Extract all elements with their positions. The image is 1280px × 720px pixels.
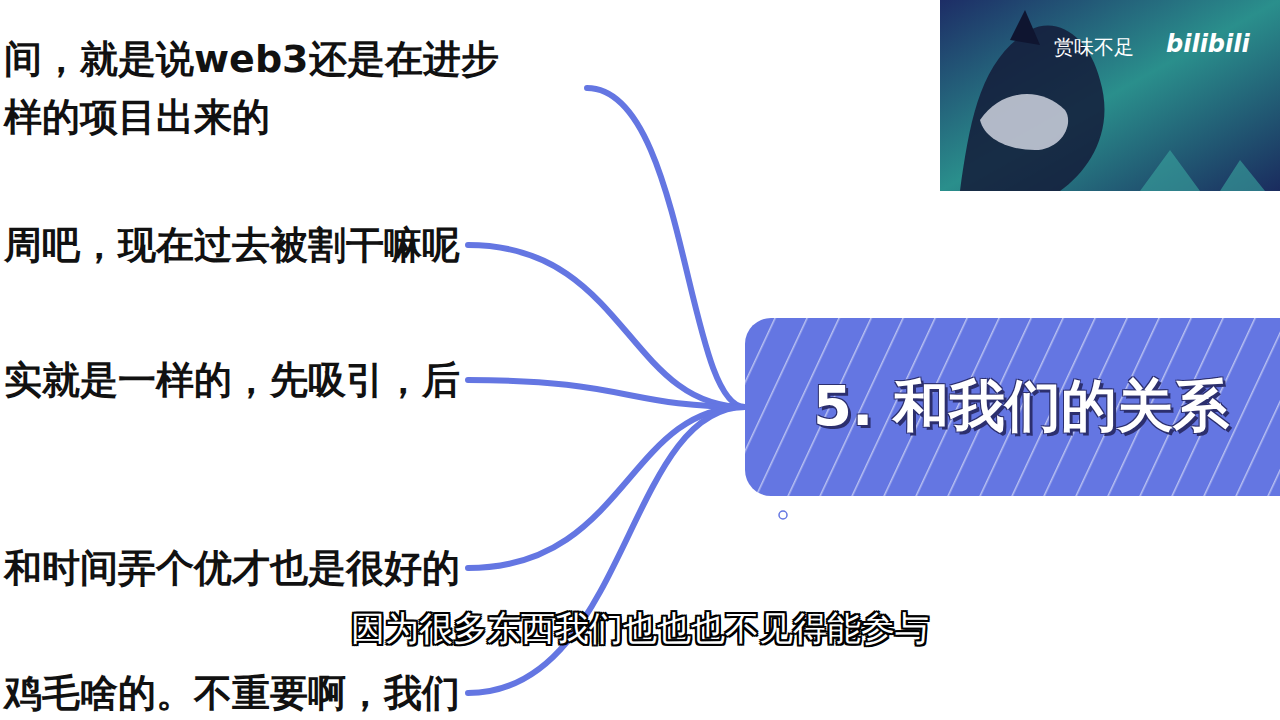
branch-topic: 鸡毛啥的。不重要啊，我们 [4, 664, 460, 720]
branch-connector [468, 380, 745, 407]
topic-text: 和时间弄个优才也是很好的 [4, 539, 460, 597]
channel-name: 赏味不足 [1054, 34, 1134, 61]
branch-topic: 和时间弄个优才也是很好的 [4, 539, 460, 597]
branch-topic: 周吧，现在过去被割干嘛呢 [4, 216, 460, 274]
topic-text: 鸡毛啥的。不重要啊，我们 [4, 664, 460, 720]
subtitle: 因为很多东西我们也也也不见得能参与 [0, 606, 1280, 652]
branch-connector [468, 245, 745, 407]
topic-text: 间，就是说web3还是在进步 样的项目出来的 [4, 30, 579, 146]
dot-mark [779, 511, 787, 519]
branch-connector [468, 407, 745, 693]
subtitle-text: 因为很多东西我们也也也不见得能参与 [345, 608, 935, 648]
branch-connector [587, 88, 745, 407]
branch-connector [468, 407, 745, 568]
video-thumbnail [940, 0, 1280, 191]
branch-topic: 实就是一样的，先吸引，后 [4, 351, 460, 409]
topic-title: 5. 和我们的关系 [813, 369, 1229, 445]
topic-text: 周吧，现在过去被割干嘛呢 [4, 216, 460, 274]
topic-text: 实就是一样的，先吸引，后 [4, 351, 460, 409]
branch-topic: 间，就是说web3还是在进步 样的项目出来的 [4, 30, 579, 146]
site-logo: bilibili [1166, 30, 1250, 58]
central-topic-box: 5. 和我们的关系 [745, 318, 1280, 496]
